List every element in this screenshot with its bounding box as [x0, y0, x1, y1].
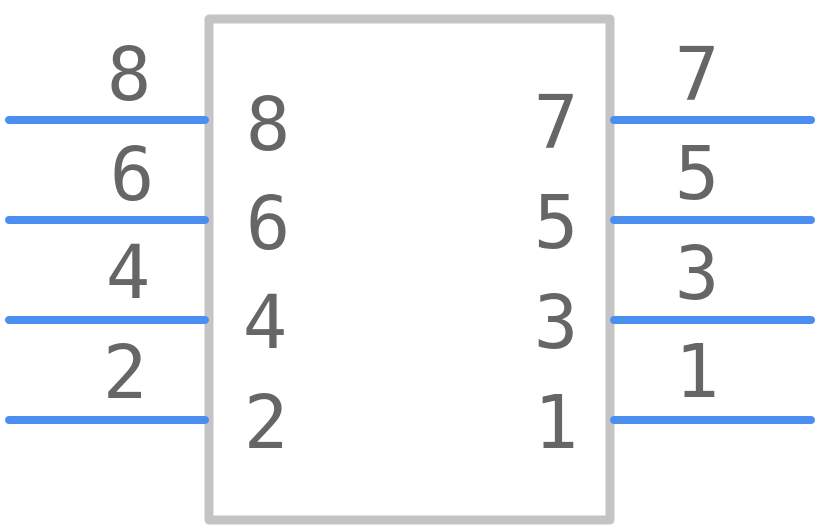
- right-pin-1: 1 1: [534, 329, 815, 466]
- pin-name: 2: [244, 380, 289, 466]
- pin-number: 7: [675, 32, 720, 118]
- right-pin-5: 5 5: [534, 131, 815, 266]
- pin-name: 3: [534, 280, 579, 366]
- right-pin-7: 7 7: [534, 32, 815, 166]
- pin-name: 4: [243, 280, 288, 366]
- pin-number: 5: [675, 131, 720, 217]
- pin-name: 7: [534, 80, 579, 166]
- component-body: [204, 14, 615, 525]
- pin-number: 8: [107, 32, 152, 118]
- pin-number: 1: [675, 329, 720, 415]
- left-pin-6: 6 6: [5, 132, 291, 267]
- pin-name: 8: [246, 82, 291, 168]
- left-pin-2: 2 2: [5, 330, 289, 466]
- pin-number: 6: [110, 132, 155, 218]
- pin-name: 1: [534, 380, 579, 466]
- pin-number: 3: [675, 231, 720, 317]
- left-pin-4: 4 4: [5, 230, 288, 366]
- pin-number: 4: [106, 230, 151, 316]
- pin-number: 2: [103, 330, 148, 416]
- left-pin-8: 8 8: [5, 32, 291, 168]
- pin-name: 6: [246, 181, 291, 267]
- pin-name: 5: [534, 180, 579, 266]
- right-pin-3: 3 3: [534, 231, 815, 366]
